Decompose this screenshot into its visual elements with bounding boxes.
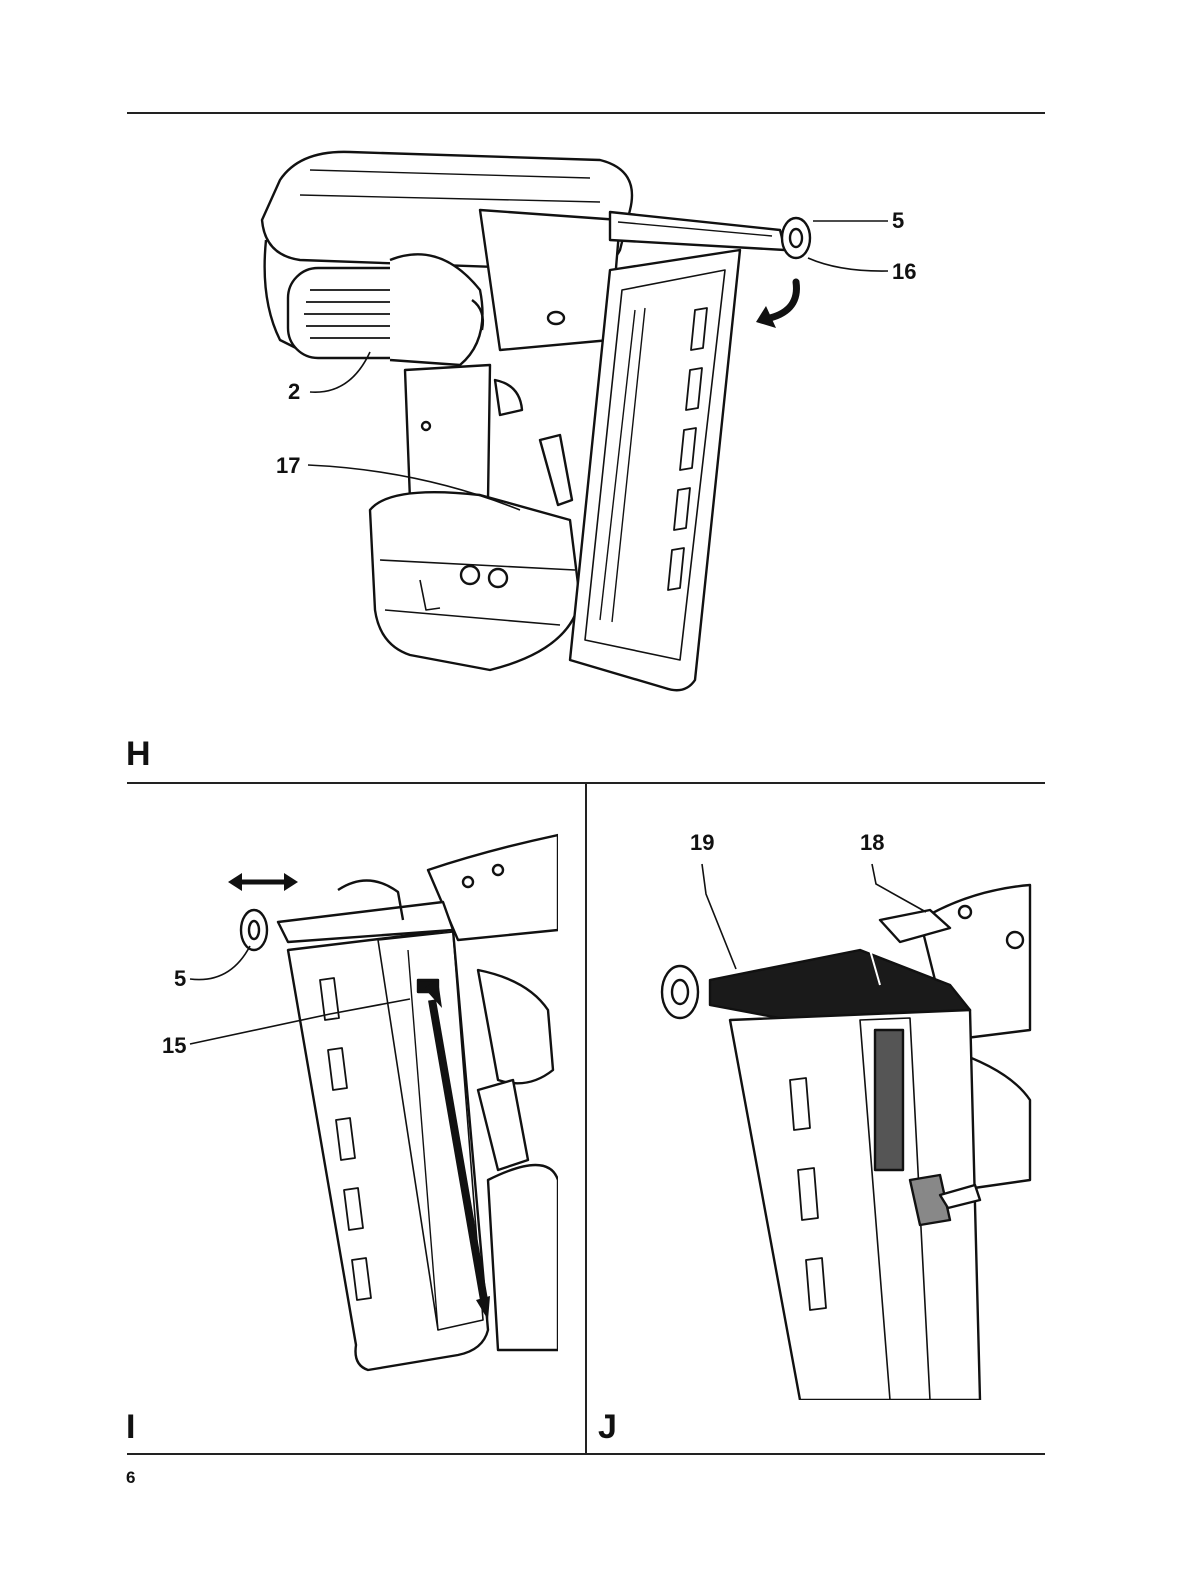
callout-5: 5 [174, 968, 186, 990]
callout-19: 19 [690, 832, 714, 854]
callout-15: 15 [162, 1035, 186, 1057]
figure-i-leaders [0, 784, 586, 1454]
callout-17: 17 [276, 455, 300, 477]
figure-j-leaders [586, 784, 1186, 1454]
figure-h-leaders [0, 0, 1188, 784]
callout-18: 18 [860, 832, 884, 854]
figure-label-h: H [126, 737, 151, 771]
figure-label-i: I [126, 1410, 135, 1444]
page-number: 6 [126, 1468, 135, 1488]
callout-5: 5 [892, 210, 904, 232]
callout-2: 2 [288, 381, 300, 403]
callout-16: 16 [892, 261, 916, 283]
figure-label-j: J [598, 1410, 617, 1444]
